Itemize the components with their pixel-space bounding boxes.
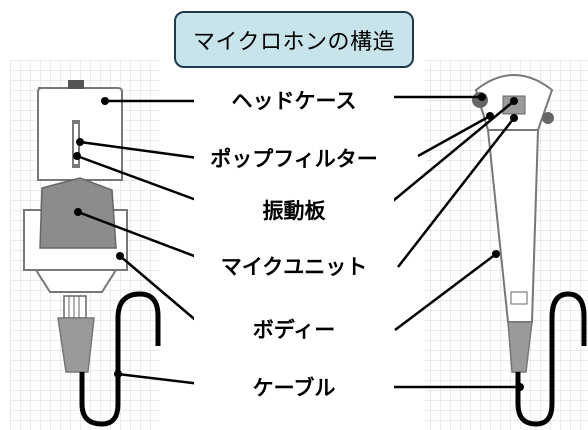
- leader-mic-unit-left-dot: [74, 208, 82, 216]
- leader-head-case-right-dot: [478, 93, 486, 101]
- leader-pop-filter-left: [79, 140, 199, 160]
- leader-pop-filter-right: [417, 114, 491, 158]
- leader-body-left-dot: [116, 252, 124, 260]
- leader-diaphragm-right-dot: [510, 97, 518, 105]
- leader-diaphragm-left: [76, 154, 211, 207]
- leader-body-right: [394, 253, 497, 331]
- label-body: ボディー: [194, 317, 394, 343]
- leader-diaphragm-right: [381, 100, 515, 211]
- leader-diaphragm-left-dot: [73, 152, 81, 160]
- label-diaphragm: 振動板: [194, 198, 394, 224]
- leader-cable-right-dot: [516, 383, 524, 391]
- label-head-case: ヘッドケース: [194, 88, 394, 114]
- label-pop-filter: ポップフィルター: [194, 146, 394, 172]
- left-microphone: [23, 80, 161, 427]
- leader-head-case-left-dot: [101, 97, 109, 105]
- label-mic-unit: マイクユニット: [194, 254, 394, 280]
- leader-mic-unit-right: [397, 117, 515, 268]
- leader-cable-left-dot: [114, 370, 122, 378]
- leader-mic-unit-right-dot: [510, 114, 518, 122]
- leader-pop-filter-left-dot: [76, 138, 84, 146]
- diagram-title: マイクロホンの構造: [174, 11, 414, 68]
- label-cable: ケーブル: [194, 375, 394, 401]
- leader-body-right-dot: [492, 250, 500, 258]
